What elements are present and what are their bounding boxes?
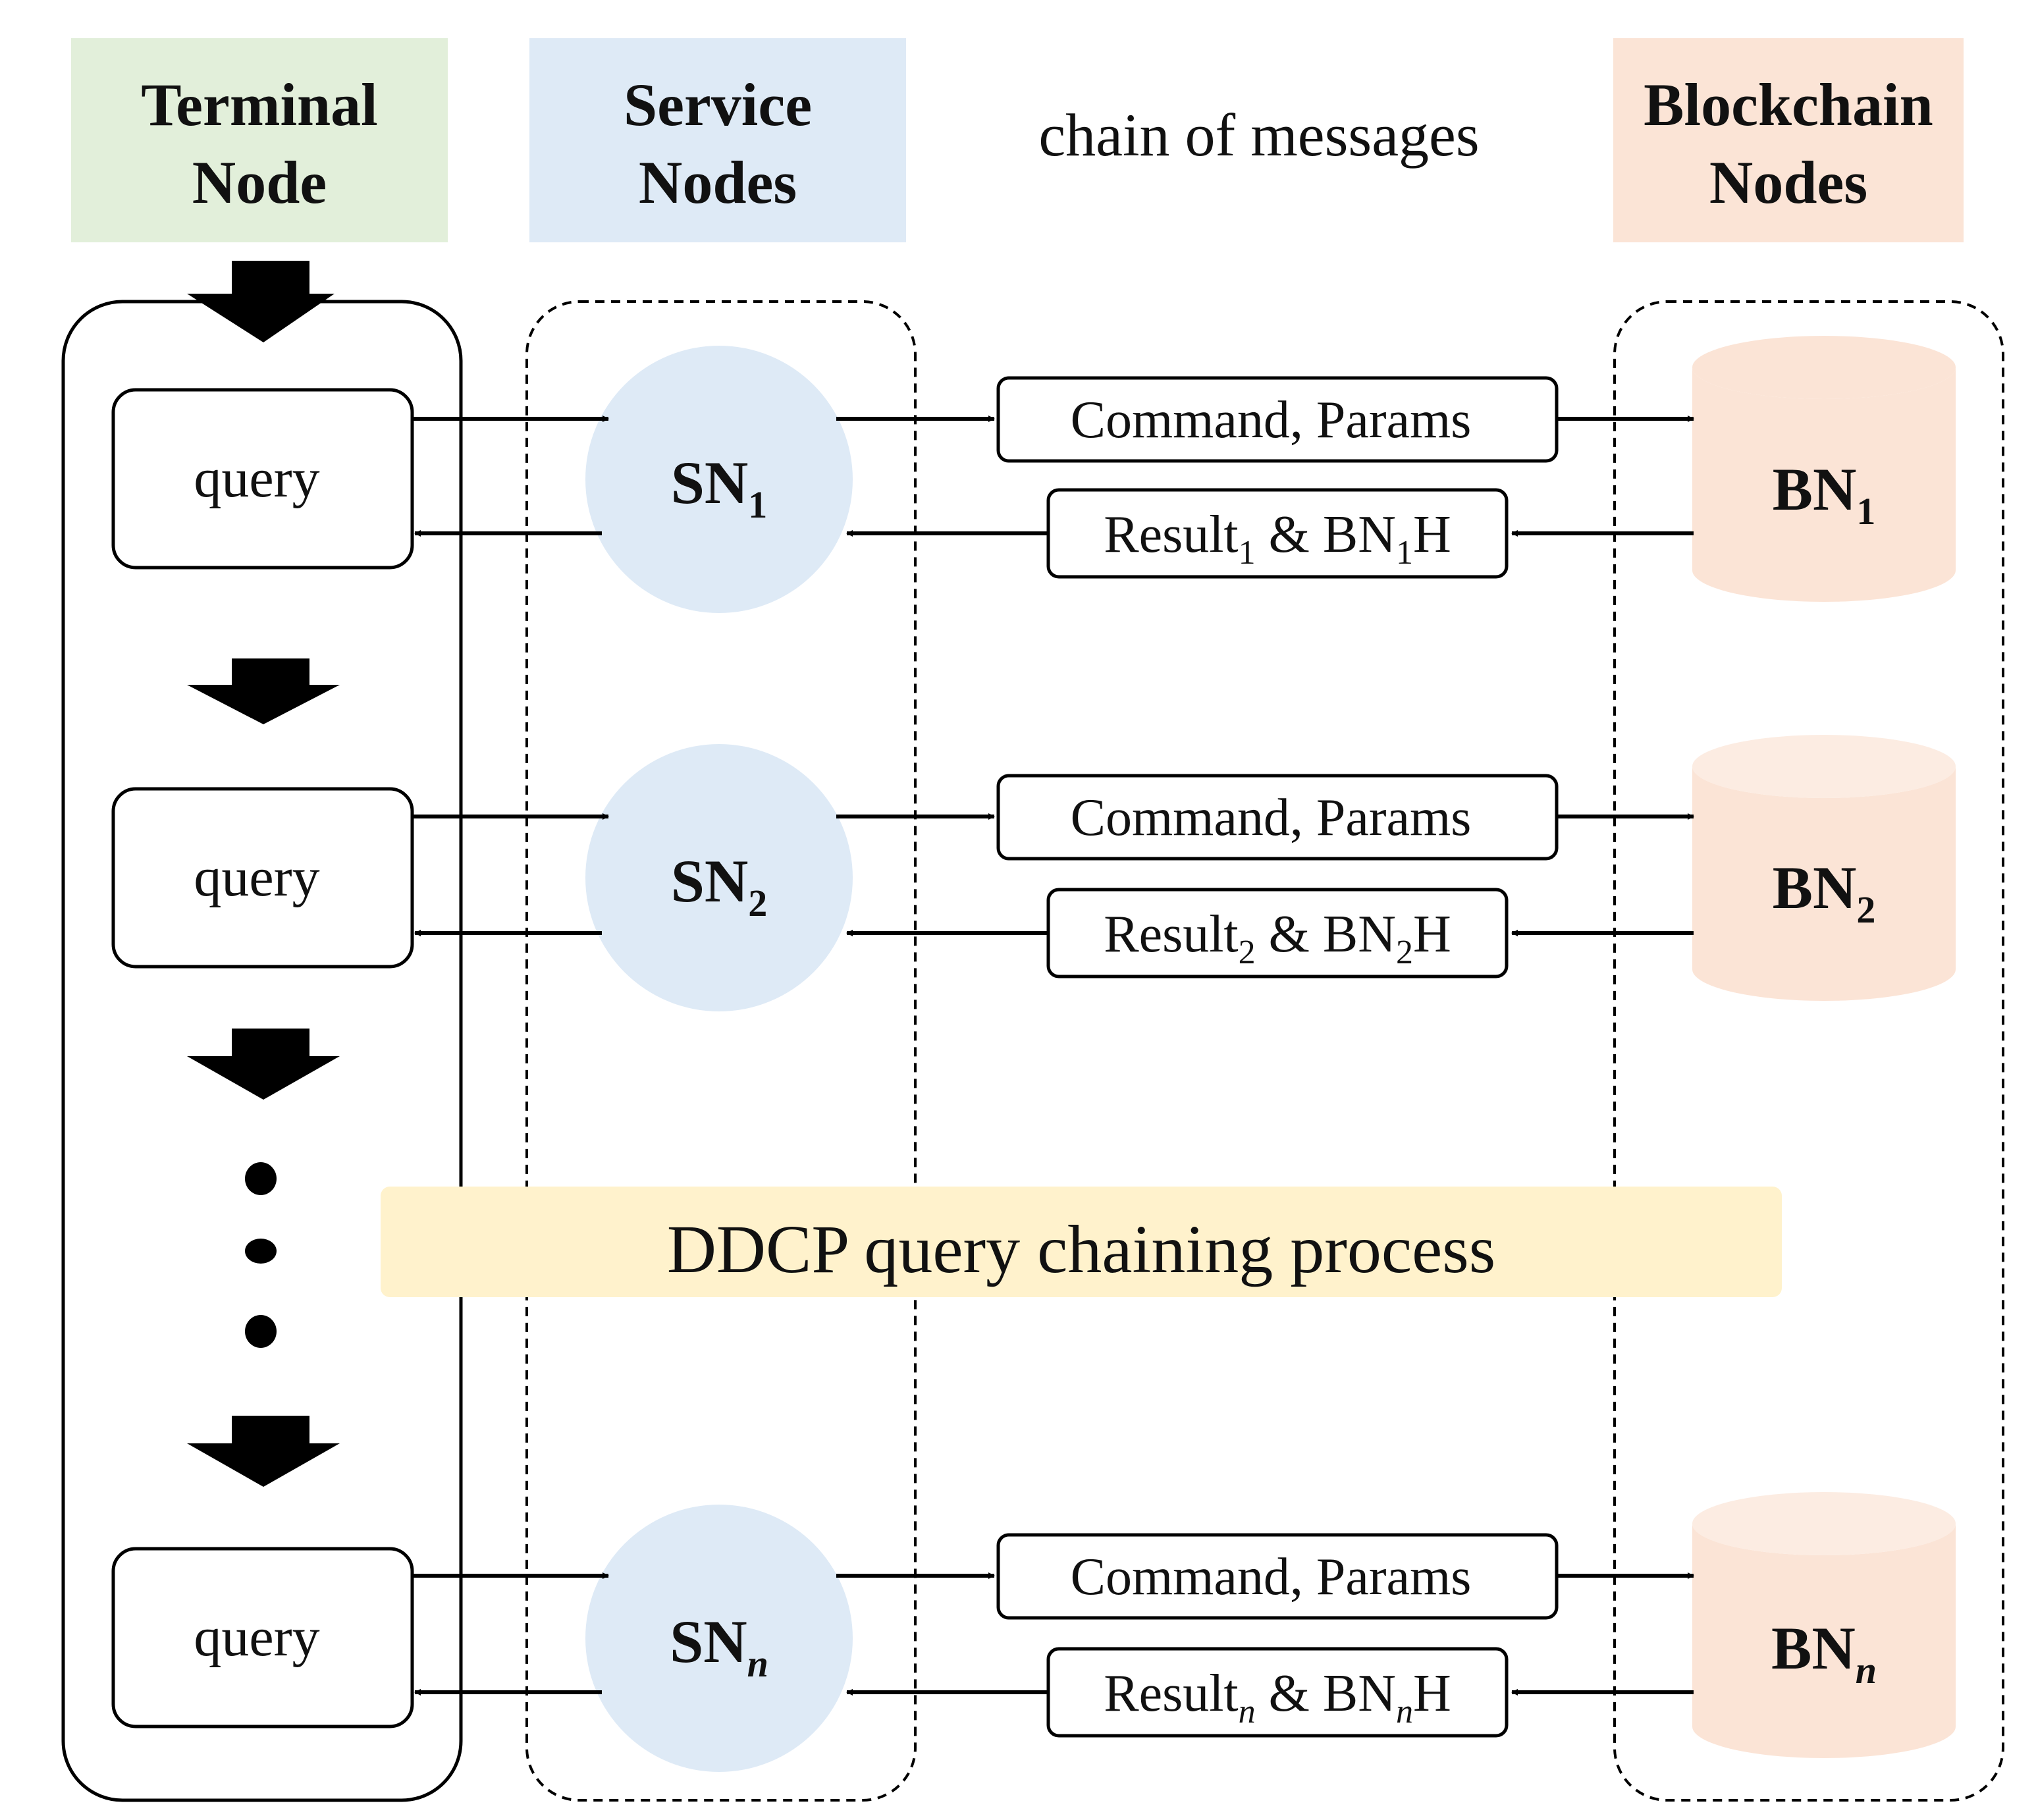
down-arrow-icon [187, 1029, 340, 1100]
header-terminal-line1: Terminal [141, 71, 378, 138]
service-node-label: SNn [670, 1608, 768, 1685]
service-node-circle [585, 346, 853, 613]
service-node-circle [585, 744, 853, 1011]
header-blockchain-line1: Blockchain [1644, 71, 1933, 138]
down-arrow-icon [187, 658, 340, 724]
query-label: query [194, 847, 319, 908]
query-box [111, 787, 414, 969]
down-arrow-icon [187, 261, 335, 342]
blockchain-node-cylinder [1692, 367, 1956, 602]
result-label: Result2 & BN2H [1104, 905, 1451, 971]
cylinder-top [1692, 336, 1956, 399]
blockchain-node-label: BN1 [1773, 456, 1876, 533]
blockchain-node-label: BNn [1771, 1615, 1877, 1692]
command-label: Command, Params [1071, 1548, 1472, 1606]
header-service-line2: Nodes [639, 149, 797, 216]
query-label: query [194, 1607, 319, 1668]
flow-down-arrows [187, 261, 340, 1487]
result-label: Resultn & BNnH [1104, 1665, 1451, 1730]
cylinder-top [1692, 1492, 1956, 1555]
service-node-label: SN1 [671, 449, 768, 526]
service-node-circle [585, 1505, 853, 1772]
header-terminal-node: Terminal Node [71, 38, 448, 242]
header-blockchain-line2: Nodes [1709, 149, 1867, 216]
command-label: Command, Params [1071, 391, 1472, 449]
process-banner: DDCP query chaining process [381, 1187, 1782, 1297]
header-terminal-line2: Node [192, 149, 327, 216]
ellipsis-dot [245, 1315, 277, 1348]
blockchain-node-cylinder [1692, 1524, 1956, 1758]
cylinder-top [1692, 735, 1956, 798]
query-box [111, 388, 414, 570]
header-service-nodes: Service Nodes [529, 38, 906, 242]
blockchain-node-label: BN2 [1773, 854, 1876, 931]
service-column-container [525, 300, 917, 1802]
service-node-label: SN2 [671, 847, 768, 924]
command-label: Command, Params [1071, 789, 1472, 847]
query-box [111, 1547, 414, 1728]
header-chain-of-messages: chain of messages [1038, 101, 1479, 169]
ellipsis-dot [245, 1162, 277, 1195]
banner-label: DDCP query chaining process [667, 1212, 1495, 1287]
blockchain-node-cylinder [1692, 766, 1956, 1001]
query-label: query [194, 448, 319, 509]
result-label: Result1 & BN1H [1104, 506, 1451, 572]
ellipsis-dots [245, 1162, 277, 1348]
down-arrow-icon [187, 1416, 340, 1487]
blockchain-column-container [1613, 300, 2004, 1802]
header-blockchain-nodes: Blockchain Nodes [1613, 38, 1964, 242]
ellipsis-dot [245, 1239, 277, 1264]
header-service-line1: Service [624, 71, 812, 138]
